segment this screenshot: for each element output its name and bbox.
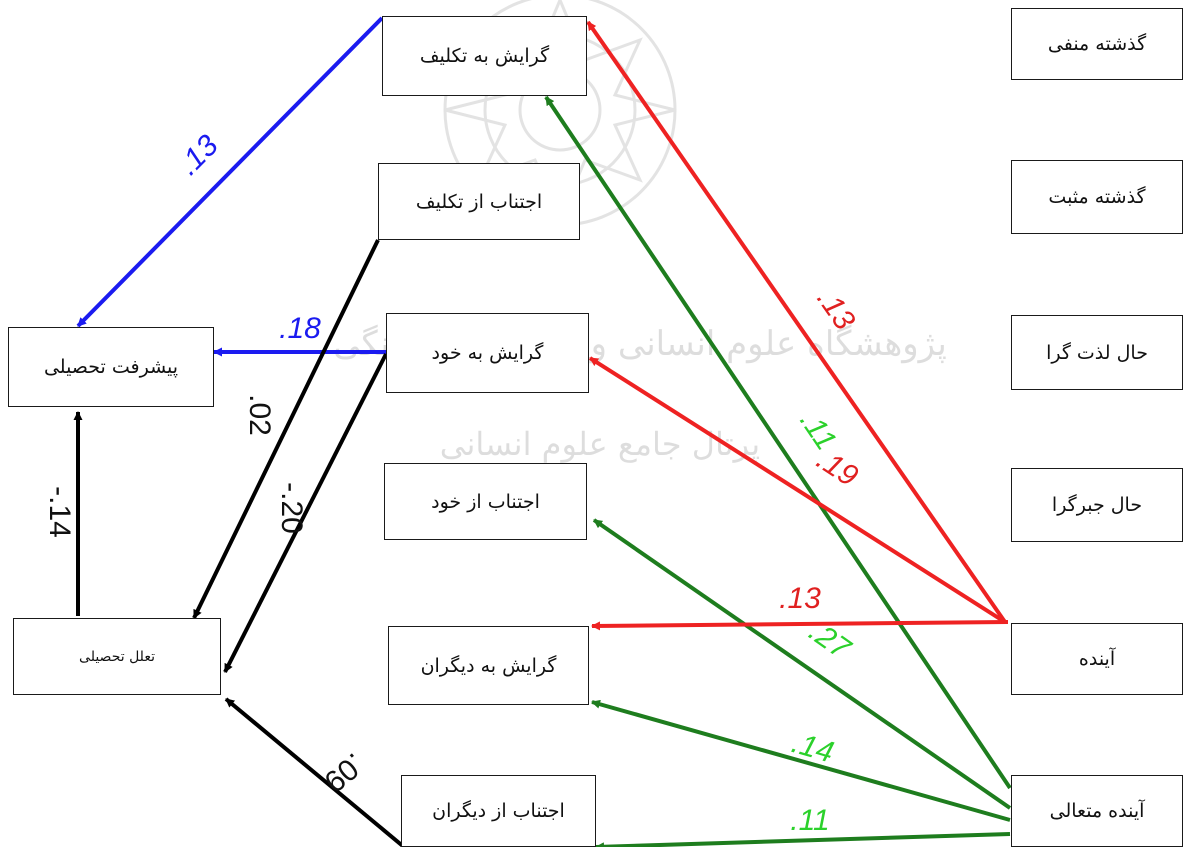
- path-future-to-other-approach: [591, 620, 1009, 631]
- node-label: حال لذت گرا: [1046, 341, 1148, 364]
- path-task-approach-to-achievement: [76, 16, 384, 328]
- path-task-avoidance-to-procrastination: [192, 239, 380, 619]
- path-future-to-self-approach: [588, 356, 1007, 624]
- node-past-positive: گذشته مثبت: [1011, 160, 1183, 234]
- node-label: حال جبرگرا: [1051, 494, 1143, 516]
- node-self-approach: گرایش به خود: [386, 313, 589, 393]
- node-label: اجتناب از خود: [431, 490, 540, 513]
- path-self-approach-to-procrastination: [223, 353, 388, 673]
- node-other-approach: گرایش به دیگران: [388, 626, 589, 705]
- node-label: گرایش به خود: [431, 342, 544, 364]
- path-transcendental-to-self-avoidance: [592, 518, 1012, 810]
- node-transcendental-future: آینده متعالی: [1011, 775, 1183, 847]
- coef-future-other-approach: .13: [779, 582, 821, 615]
- node-other-avoidance: اجتناب از دیگران: [401, 775, 596, 847]
- path-future-to-task-approach: [586, 20, 1007, 624]
- coef-future-task-approach: .13: [810, 283, 861, 336]
- node-future: آینده: [1011, 623, 1183, 695]
- node-label: تعلل تحصیلی: [79, 648, 155, 665]
- node-present-fatalistic: حال جبرگرا: [1011, 468, 1183, 542]
- node-task-approach: گرایش به تکلیف: [382, 16, 587, 96]
- node-label: آینده متعالی: [1049, 800, 1145, 822]
- path-transcendental-to-other-avoidance: [595, 832, 1011, 847]
- coef-self-approach-achievement: .18: [279, 312, 321, 345]
- node-label: اجتناب از دیگران: [432, 800, 565, 822]
- node-academic-achievement: پیشرفت تحصیلی: [8, 327, 214, 407]
- node-self-avoidance: اجتناب از خود: [384, 463, 587, 540]
- coef-transcendental-other-approach: .14: [788, 726, 837, 769]
- node-label: آینده: [1078, 648, 1116, 670]
- path-transcendental-to-other-approach: [591, 699, 1011, 822]
- node-label: اجتناب از تکلیف: [415, 190, 543, 213]
- coef-other-avoidance-procrastination: .09: [318, 746, 371, 798]
- node-present-hedonistic: حال لذت گرا: [1011, 315, 1183, 390]
- node-academic-procrastination: تعلل تحصیلی: [13, 618, 221, 695]
- node-label: گذشته مثبت: [1048, 186, 1146, 208]
- node-label: گرایش به دیگران: [420, 654, 557, 677]
- coef-transcendental-other-avoidance: .11: [790, 804, 829, 837]
- coef-task-approach-achievement: .13: [172, 129, 225, 182]
- coef-procrastination-achievement: -.14: [43, 486, 76, 538]
- coef-task-avoidance-procrastination: .02: [243, 394, 276, 436]
- path-transcendental-to-task-approach: [544, 95, 1012, 790]
- node-label: پیشرفت تحصیلی: [43, 356, 179, 378]
- path-other-avoidance-to-procrastination: [224, 697, 406, 847]
- coef-self-approach-procrastination: -.20: [275, 482, 308, 534]
- node-label: گرایش به تکلیف: [419, 45, 550, 67]
- node-task-avoidance: اجتناب از تکلیف: [378, 163, 580, 240]
- node-label: گذشته منفی: [1047, 33, 1147, 55]
- node-past-negative: گذشته منفی: [1011, 8, 1183, 80]
